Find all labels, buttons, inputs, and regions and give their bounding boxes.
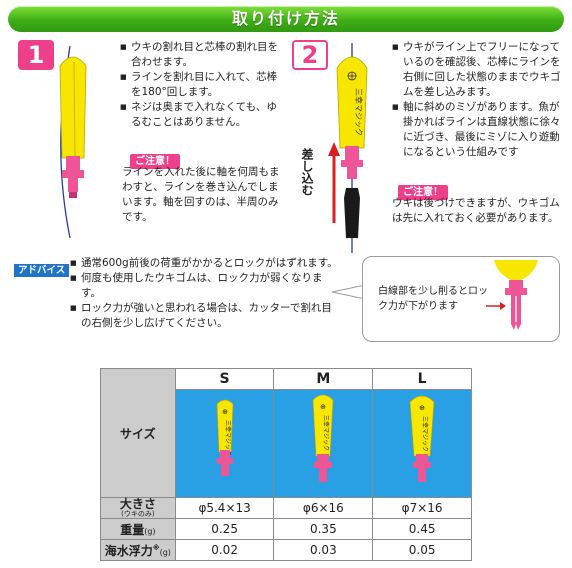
float-symbol: ⊕: [320, 403, 326, 411]
table-cell: 0.35: [273, 518, 374, 540]
step-1-bullet: ネジは奥まで入れなくても、ゆるむことはありません。: [120, 100, 280, 130]
float-image-l: ⊕ 三幸マジック: [372, 389, 472, 498]
step-1-badge: 1: [18, 40, 54, 70]
row-label-buoyancy-unit: (g): [159, 547, 171, 557]
step-1-bullet: ウキの割れ目と芯棒の割れ目を合わせます。: [120, 40, 280, 70]
table-cell: φ7×16: [372, 497, 472, 519]
step-2-illustration: 三幸マジック: [328, 43, 368, 253]
page-title: 取り付け方法: [231, 9, 340, 28]
callout-text: 白線部を少し削るとロック力が下がります: [378, 286, 488, 312]
step-1-text: ウキの割れ目と芯棒の割れ目を合わせます。 ラインを割れ目に入れて、芯棒を180°…: [120, 40, 280, 130]
float-m-icon: ⊕ 三幸マジック: [313, 394, 334, 482]
column-header-m: M: [273, 368, 374, 390]
row-label-weight-text: 重量: [120, 522, 145, 537]
step-1-caution-text: ラインを入れた後に軸を何周もまわすと、ラインを巻き込んでしまいます。軸を回すのは…: [122, 166, 280, 223]
row-label-buoyancy: 海水浮力※(g): [100, 539, 176, 561]
callout-illustration: [486, 260, 538, 330]
table-cell: 0.05: [372, 539, 472, 561]
callout-pointer: [331, 283, 370, 301]
row-label-size-text: 大きさ: [119, 497, 156, 511]
float-symbol: ⊕: [222, 408, 228, 416]
row-label-weight-unit: (g): [144, 526, 156, 536]
size-table: サイズ S M L ⊕ 三幸マジック ⊕ 三幸マジック: [100, 368, 472, 561]
step-2-caution-text: ウキは後づけできますが、ウキゴムは先に入れておく必要があります。: [392, 197, 560, 224]
step-1-caution-label: ご注意！: [130, 154, 180, 169]
row-label-buoyancy-mark: ※: [152, 543, 160, 552]
float-label: 三幸マジック: [322, 415, 330, 451]
float-label: 三幸マジック: [224, 420, 232, 456]
row-label-buoyancy-text: 海水浮力: [104, 543, 153, 558]
float-l-icon: ⊕ 三幸マジック: [409, 395, 435, 482]
float-image-s: ⊕ 三幸マジック: [174, 389, 275, 498]
float-image-m: ⊕ 三幸マジック: [273, 389, 374, 498]
table-cell: 0.25: [174, 518, 275, 540]
size-label-cell: サイズ: [100, 368, 176, 498]
step-2-bullet: 軸に斜めのミゾがあります。魚が掛かればラインは直線状態に徐々に近づき、最後にミゾ…: [392, 100, 564, 160]
advice-bullet: 何度も使用したウキゴムは、ロック力が弱くなります。: [70, 271, 340, 301]
advice-bullet: ロック力が強いと思われる場合は、カッターで割れ目の右側を少し広げてください。: [70, 301, 340, 331]
step-2-caution-label: ご注意！: [398, 185, 448, 200]
row-label-size-sub: (ウキのみ): [121, 510, 155, 518]
step-2-bullet: ウキがライン上でフリーになっているのを確認後、芯棒にラインを右側に回した状態のま…: [392, 40, 564, 100]
header-bar: [8, 6, 564, 32]
column-header-l: L: [372, 368, 472, 390]
float-s-icon: ⊕ 三幸マジック: [216, 399, 233, 476]
table-cell: φ5.4×13: [174, 497, 275, 519]
svg-text:三幸マジック: 三幸マジック: [354, 88, 363, 136]
step-2-badge: 2: [292, 40, 328, 70]
push-label: 差し込む: [300, 148, 314, 196]
advice-tag: アドバイス: [14, 264, 70, 277]
table-cell: 0.45: [372, 518, 472, 540]
size-label: サイズ: [120, 426, 156, 441]
step-1-illustration: [59, 45, 87, 239]
row-label-weight: 重量(g): [100, 518, 176, 540]
table-cell: 0.03: [273, 539, 374, 561]
column-header-s: S: [174, 368, 275, 390]
float-label: 三幸マジック: [421, 416, 429, 452]
table-cell: φ6×16: [273, 497, 374, 519]
step-2-text: ウキがライン上でフリーになっているのを確認後、芯棒にラインを右側に回した状態のま…: [392, 40, 564, 160]
advice-bullet: 通常600g前後の荷重がかかるとロックがはずれます。: [70, 256, 340, 271]
step-1-bullet: ラインを割れ目に入れて、芯棒を180°回します。: [120, 70, 280, 100]
table-cell: 0.02: [174, 539, 275, 561]
row-label-size: 大きさ (ウキのみ): [100, 497, 176, 519]
advice-text: 通常600g前後の荷重がかかるとロックがはずれます。 何度も使用したウキゴムは、…: [70, 256, 340, 331]
float-symbol: ⊕: [419, 404, 425, 412]
